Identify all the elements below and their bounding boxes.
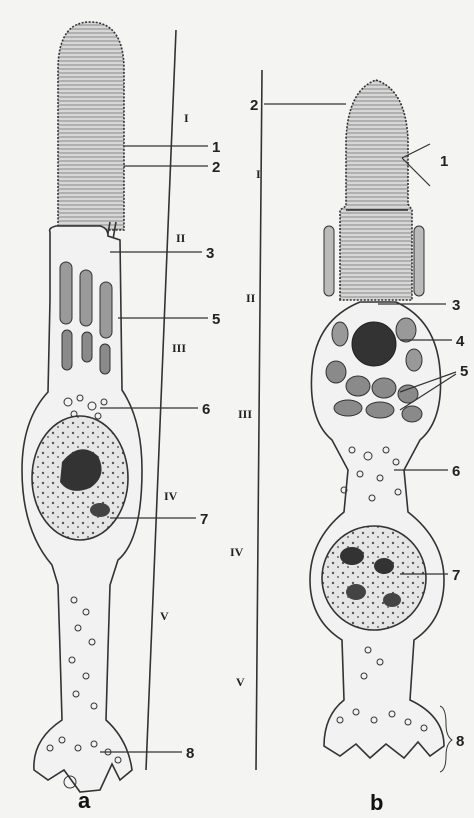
cell-b-part-5: 5 (460, 363, 468, 380)
cell-a-part-3: 3 (206, 245, 214, 262)
cell-a-outer-segment (58, 22, 124, 230)
cell-a-region-labels: I II III IV V (160, 111, 189, 623)
cell-b-region-5: V (236, 675, 245, 689)
cell-a-region-5: V (160, 609, 169, 623)
cell-a-region-axis (146, 30, 176, 770)
cell-b-region-3: III (238, 407, 252, 421)
cell-b-nucleus (322, 526, 426, 630)
cell-b-part-7: 7 (452, 567, 460, 584)
cell-b-part-1: 1 (440, 153, 448, 170)
cell-b-caption: b (370, 790, 383, 815)
cell-a-part-2: 2 (212, 159, 220, 176)
cell-b-droplet (352, 322, 396, 366)
cell-a-region-4: IV (164, 489, 178, 503)
cell-b-outer-segment (340, 80, 412, 300)
cell-a-region-2: II (176, 231, 186, 245)
cell-a-part-6: 6 (202, 401, 210, 418)
cell-a-part-7: 7 (200, 511, 208, 528)
cell-b-part-4: 4 (456, 333, 465, 350)
cell-a-part-1: 1 (212, 139, 220, 156)
cell-b: I II III IV V 2 1 3 4 5 6 7 8 b (230, 70, 468, 815)
cell-a-region-1: I (184, 111, 189, 125)
cell-a-part-8: 8 (186, 745, 194, 762)
cell-b-part-2: 2 (250, 97, 258, 114)
cell-a-caption: a (78, 788, 91, 813)
cell-a-part-5: 5 (212, 311, 220, 328)
cell-a-region-3: III (172, 341, 186, 355)
cell-a-part-labels: 1 2 3 5 6 7 8 (186, 139, 220, 762)
cell-b-part-3: 3 (452, 297, 460, 314)
cell-b-region-labels: I II III IV V (230, 167, 261, 689)
cell-a: I II III IV V 1 2 3 5 6 7 8 a (22, 22, 220, 813)
cell-b-part-6: 6 (452, 463, 460, 480)
cell-b-region-1: I (256, 167, 261, 181)
cell-b-part-8: 8 (456, 733, 464, 750)
cell-b-region-4: IV (230, 545, 244, 559)
cell-b-region-2: II (246, 291, 256, 305)
